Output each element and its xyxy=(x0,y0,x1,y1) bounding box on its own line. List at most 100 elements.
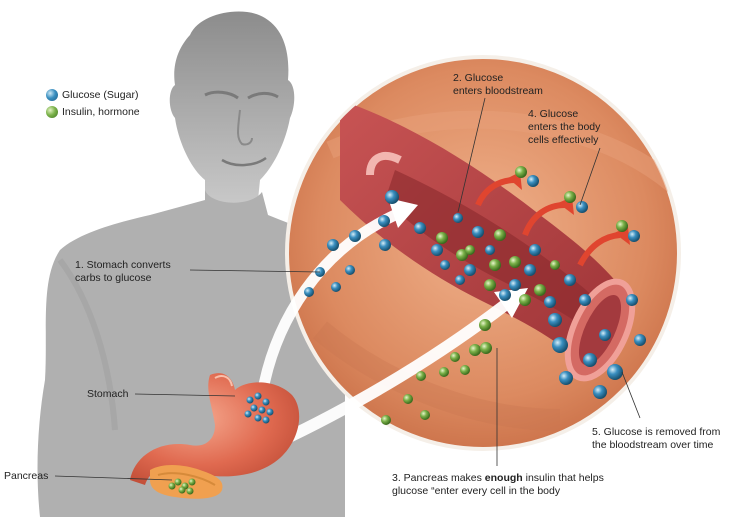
insulin-molecule xyxy=(509,256,521,268)
glucose-molecule xyxy=(266,408,274,416)
glucose-molecule xyxy=(440,260,450,270)
glucose-molecule xyxy=(378,215,390,227)
insulin-molecule xyxy=(494,229,506,241)
insulin-molecule xyxy=(439,367,449,377)
glucose-molecule xyxy=(524,264,536,276)
glucose-molecule xyxy=(499,289,511,301)
step3-line2: glucose “enter every cell in the body xyxy=(392,485,561,497)
glucose-molecule xyxy=(548,313,562,327)
glucose-molecule xyxy=(331,282,341,292)
glucose-molecule xyxy=(244,410,252,418)
insulin-molecule xyxy=(465,245,475,255)
insulin-molecule xyxy=(515,166,527,178)
glucose-molecule xyxy=(262,398,270,406)
glucose-molecule xyxy=(593,385,607,399)
glucose-molecule xyxy=(559,371,573,385)
insulin-molecule xyxy=(416,371,426,381)
insulin-molecule xyxy=(460,365,470,375)
step1-line1: 1. Stomach converts xyxy=(75,259,171,271)
glucose-molecule xyxy=(345,265,355,275)
glucose-molecule xyxy=(254,414,262,422)
insulin-molecule xyxy=(381,415,391,425)
insulin-molecule xyxy=(178,486,186,494)
insulin-molecule xyxy=(550,260,560,270)
glucose-molecule xyxy=(634,334,646,346)
insulin-molecule xyxy=(450,352,460,362)
glucose-molecule xyxy=(385,190,399,204)
insulin-molecule xyxy=(469,344,481,356)
insulin-molecule xyxy=(403,394,413,404)
glucose-molecule xyxy=(628,230,640,242)
insulin-molecule xyxy=(564,191,576,203)
insulin-molecule xyxy=(480,342,492,354)
step4-label: 4. Glucose enters the body cells effecti… xyxy=(528,108,600,147)
glucose-molecule xyxy=(472,226,484,238)
step3-line1: 3. Pancreas makes enough insulin that he… xyxy=(392,472,604,485)
step3-line1-post: insulin that helps xyxy=(522,472,604,484)
glucose-molecule xyxy=(599,329,611,341)
insulin-molecule xyxy=(489,259,501,271)
glucose-molecule xyxy=(379,239,391,251)
glucose-molecule xyxy=(583,353,597,367)
glucose-molecule xyxy=(258,406,266,414)
leader-lines xyxy=(54,97,641,481)
glucose-molecule xyxy=(246,396,254,404)
step4-line3: cells effectively xyxy=(528,134,599,146)
glucose-legend-icon xyxy=(46,89,58,101)
glucose-molecule xyxy=(544,296,556,308)
legend-glucose-label: Glucose (Sugar) xyxy=(62,89,139,101)
legend-glucose: Glucose (Sugar) xyxy=(46,89,138,101)
glucose-molecule xyxy=(485,245,495,255)
glucose-molecule xyxy=(453,213,463,223)
legend-insulin-label: Insulin, hormone xyxy=(62,106,140,118)
glucose-molecule xyxy=(626,294,638,306)
insulin-molecule xyxy=(174,478,182,486)
step3-line1-pre: 3. Pancreas makes xyxy=(392,472,485,484)
step5-line1: 5. Glucose is removed from xyxy=(592,426,721,438)
step3-label: 3. Pancreas makes enough insulin that he… xyxy=(392,472,604,498)
insulin-molecule xyxy=(456,249,468,261)
insulin-molecule xyxy=(479,319,491,331)
insulin-molecule xyxy=(534,284,546,296)
step1-label: 1. Stomach converts carbs to glucose xyxy=(75,259,171,285)
step4-line2: enters the body xyxy=(528,121,601,133)
glucose-molecule xyxy=(455,275,465,285)
glucose-molecule xyxy=(509,279,521,291)
glucose-molecule xyxy=(304,287,314,297)
glucose-molecule xyxy=(564,274,576,286)
glucose-molecule xyxy=(576,201,588,213)
glucose-molecule xyxy=(527,175,539,187)
step2-line2: enters bloodstream xyxy=(453,85,543,97)
stomach-label: Stomach xyxy=(87,388,129,400)
glucose-molecule xyxy=(431,244,443,256)
glucose-molecule xyxy=(250,404,258,412)
insulin-molecule xyxy=(484,279,496,291)
insulin-legend-icon xyxy=(46,106,58,118)
insulin-molecule xyxy=(519,294,531,306)
insulin-molecule xyxy=(420,410,430,420)
legend-insulin: Insulin, hormone xyxy=(46,106,140,118)
glucose-molecule xyxy=(262,416,270,424)
molecules xyxy=(168,166,646,495)
step4-line1: 4. Glucose xyxy=(528,108,579,120)
step2-label: 2. Glucose enters bloodstream xyxy=(453,72,543,98)
insulin-molecule xyxy=(436,232,448,244)
insulin-molecule xyxy=(616,220,628,232)
insulin-molecule xyxy=(168,482,176,490)
glucose-molecule xyxy=(529,244,541,256)
glucose-molecule xyxy=(254,392,262,400)
glucose-molecule xyxy=(464,264,476,276)
glucose-molecule xyxy=(579,294,591,306)
magnified-bloodstream xyxy=(285,55,681,451)
step3-line1-bold: enough xyxy=(484,472,523,484)
step1-line2: carbs to glucose xyxy=(75,272,152,284)
stomach xyxy=(130,373,300,485)
pancreas-label: Pancreas xyxy=(4,470,49,482)
glucose-molecule xyxy=(552,337,568,353)
glucose-molecule xyxy=(414,222,426,234)
step5-label: 5. Glucose is removed from the bloodstre… xyxy=(592,426,720,452)
insulin-molecule xyxy=(188,478,196,486)
step2-line1: 2. Glucose xyxy=(453,72,504,84)
